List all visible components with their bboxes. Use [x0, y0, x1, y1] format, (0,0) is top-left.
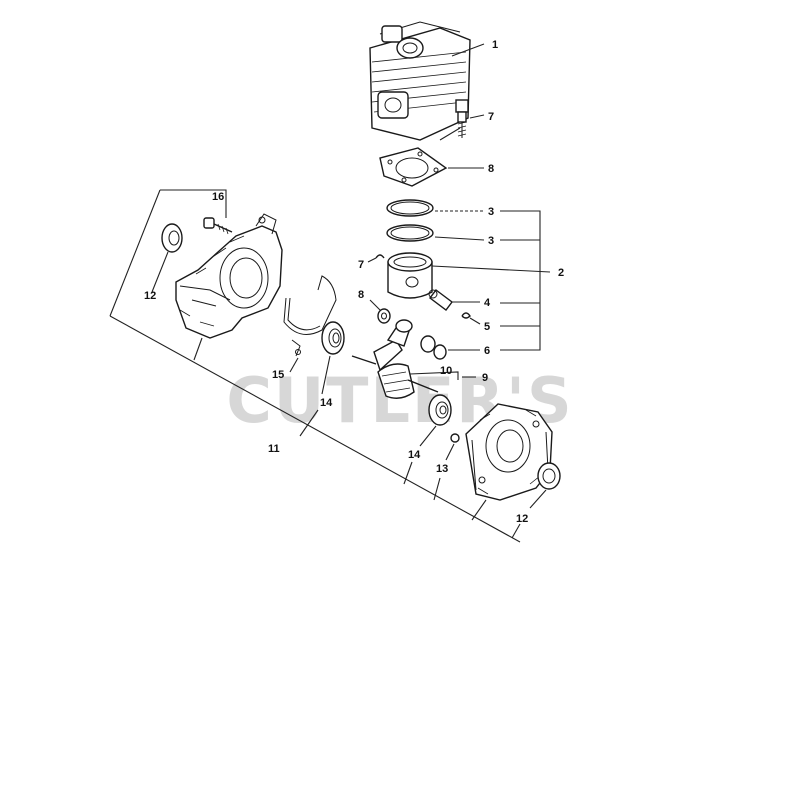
callout-2: 2 — [558, 267, 564, 279]
crankcase-left-half — [175, 213, 283, 339]
callout-9: 9 — [482, 372, 488, 384]
oil-seal-left — [161, 223, 183, 253]
callout-12-right: 12 — [516, 513, 528, 525]
callout-labels: 1 7 8 16 3 3 7 2 12 8 4 5 6 10 9 15 14 1… — [144, 39, 564, 525]
crankcase-gasket-part — [283, 275, 337, 357]
cylinder-part — [369, 21, 471, 141]
cylinder-gasket-part — [379, 147, 448, 187]
circlip-part — [375, 254, 385, 259]
bolt-part — [203, 217, 233, 235]
callout-7-mid: 7 — [358, 259, 364, 271]
piston-ring-bottom — [386, 224, 434, 242]
spark-plug-part — [455, 99, 469, 138]
callout-14-left: 14 — [320, 397, 333, 409]
callout-14-right: 14 — [408, 449, 421, 461]
callout-7-top: 7 — [488, 111, 494, 123]
crankshaft-part — [351, 319, 439, 399]
main-bearing-right — [428, 394, 452, 426]
o-ring-part — [450, 433, 460, 443]
callout-8-mid: 8 — [358, 289, 364, 301]
oil-seal-right — [537, 462, 561, 490]
callout-6: 6 — [484, 345, 490, 357]
callout-5: 5 — [484, 321, 490, 333]
callout-15: 15 — [272, 369, 284, 381]
pin-clip-part — [461, 312, 471, 319]
washer-part — [377, 308, 391, 324]
callout-10: 10 — [440, 365, 452, 377]
piston-ring-top — [386, 199, 434, 217]
needle-bearing-part — [420, 335, 447, 360]
callout-1: 1 — [492, 39, 498, 51]
callout-16: 16 — [212, 191, 224, 203]
piston-part — [387, 252, 433, 299]
callout-11: 11 — [268, 443, 280, 455]
callout-12-left: 12 — [144, 290, 156, 302]
main-bearing-left — [321, 321, 345, 355]
callout-3-bottom: 3 — [488, 235, 494, 247]
callout-4: 4 — [484, 297, 491, 309]
callout-3-top: 3 — [488, 206, 494, 218]
callout-8-top: 8 — [488, 163, 494, 175]
callout-13: 13 — [436, 463, 448, 475]
piston-pin-part — [428, 289, 453, 311]
leader-lines — [109, 43, 551, 543]
